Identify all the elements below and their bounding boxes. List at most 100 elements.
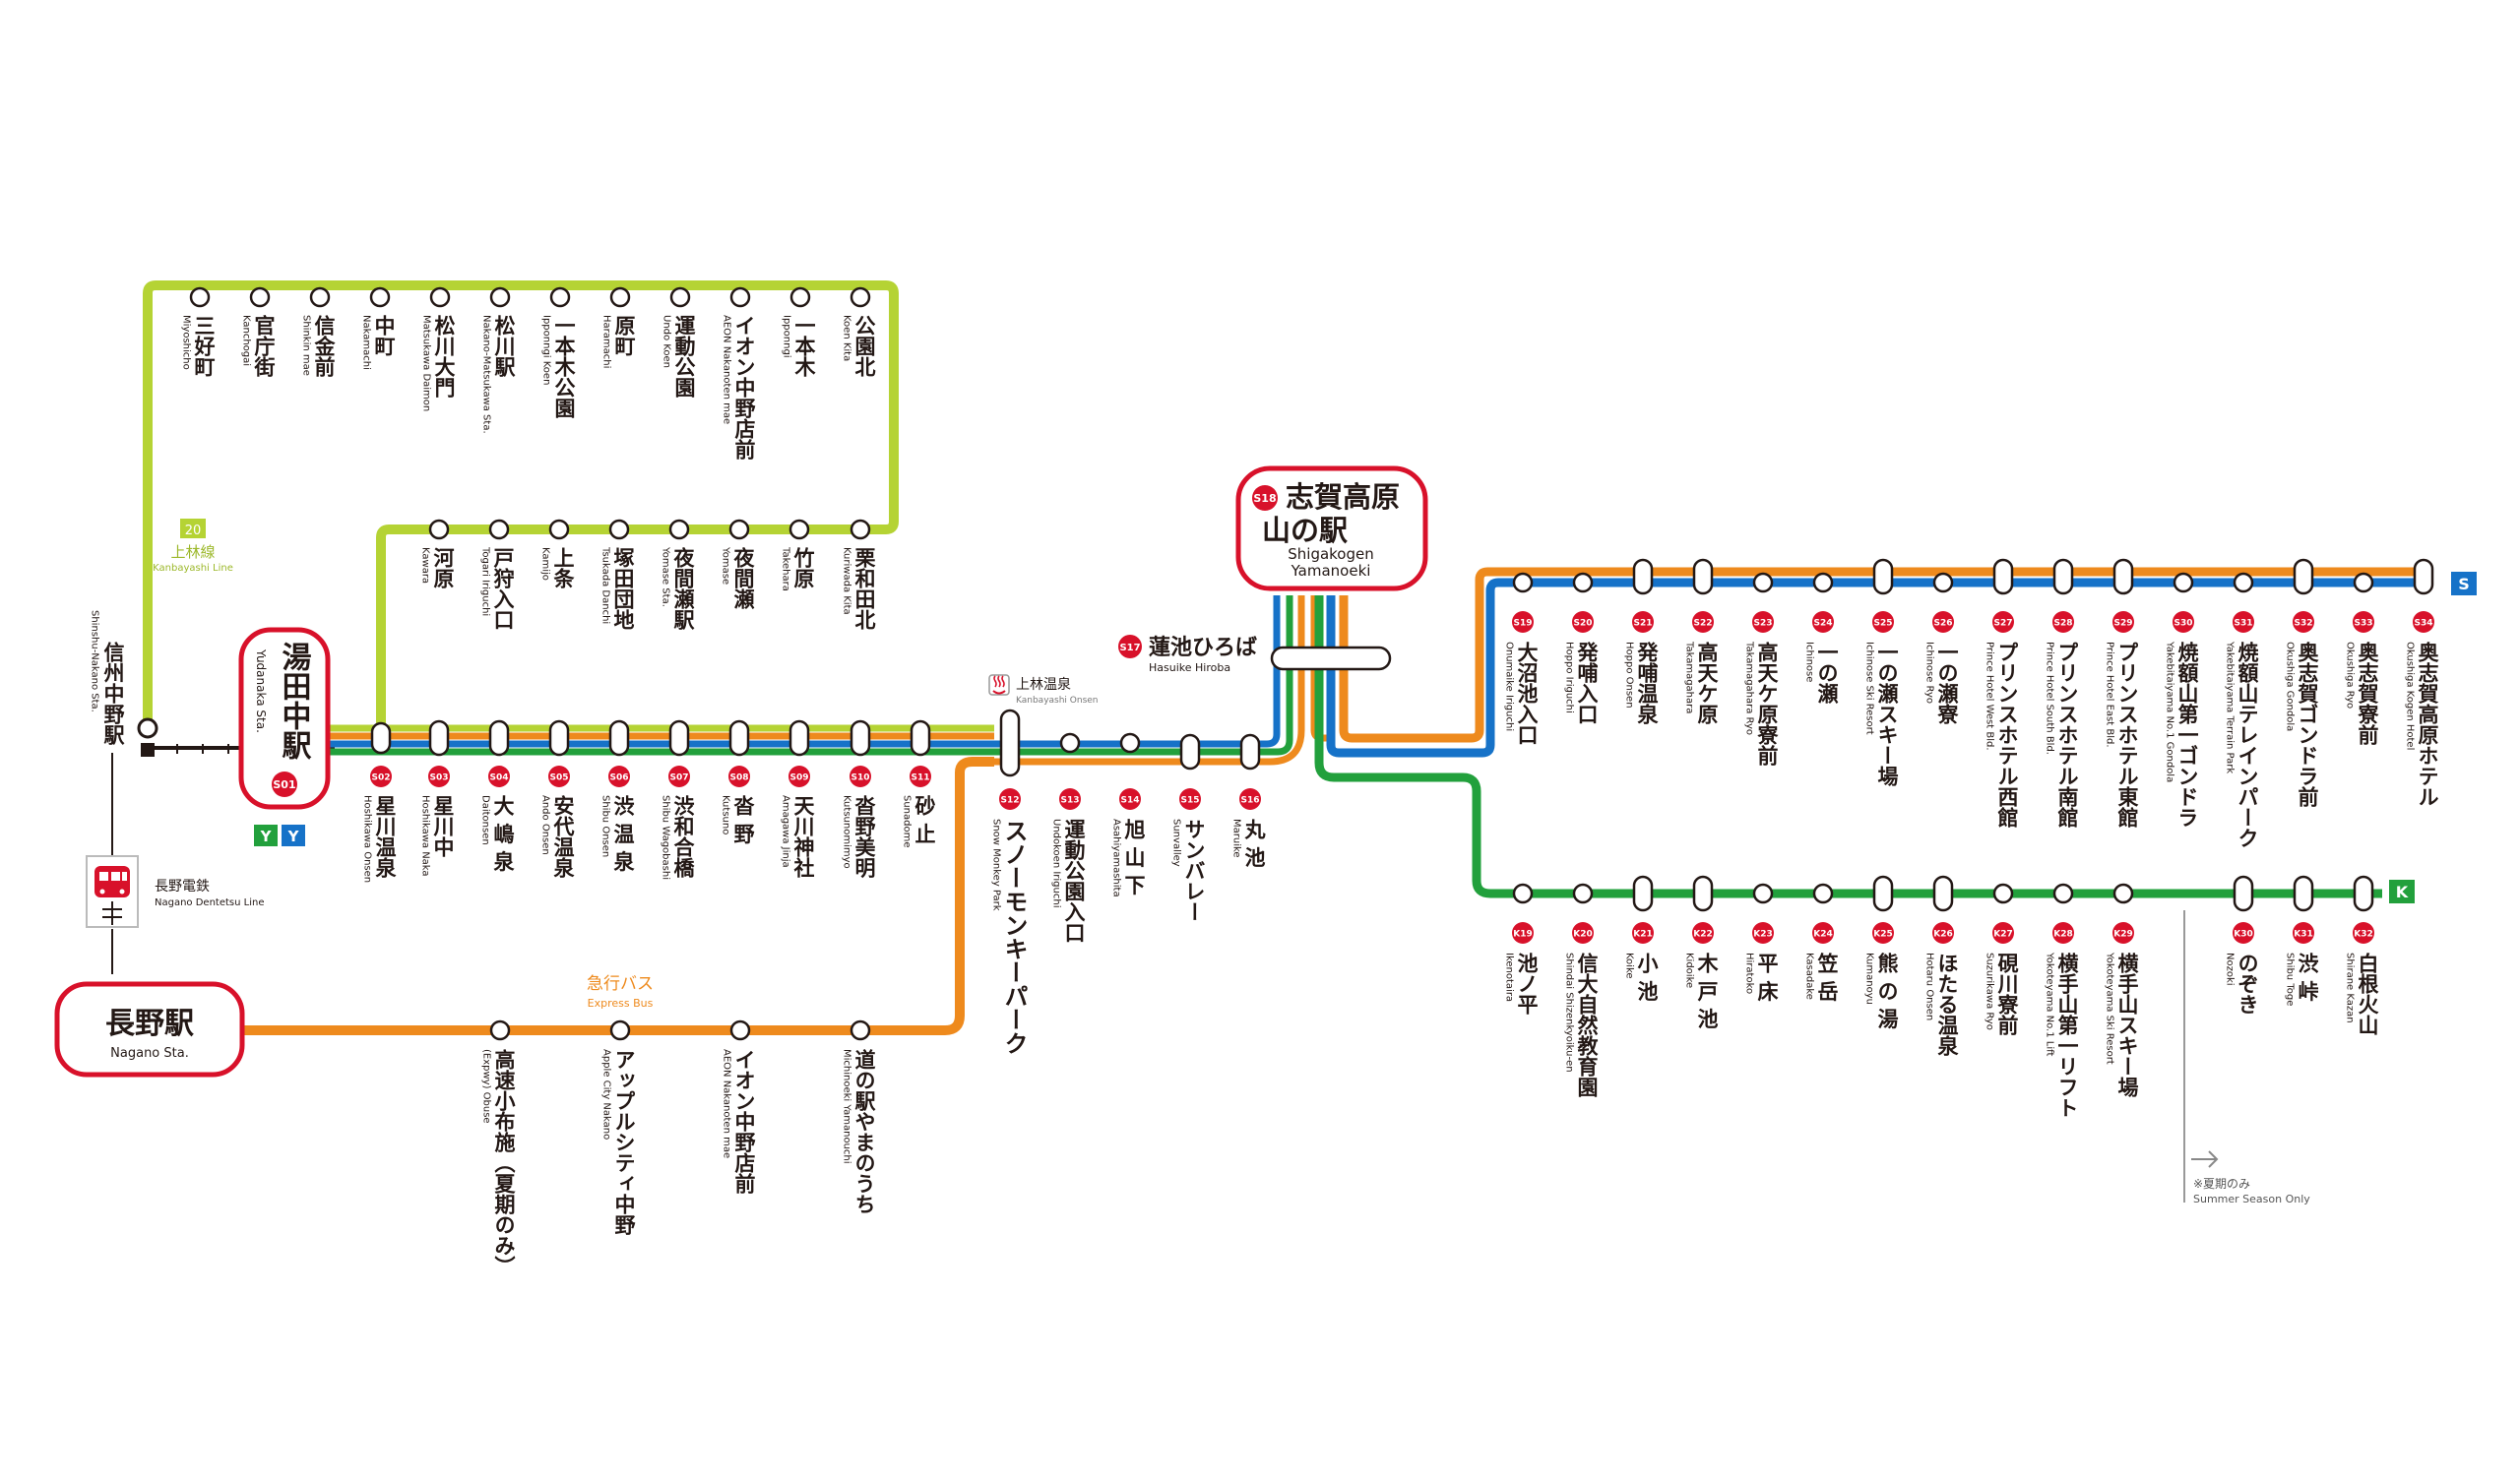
k-row-name: のぞき bbox=[2236, 953, 2259, 1015]
top-row-name: 原町 bbox=[612, 315, 636, 356]
top-row-name-en: Miyoshicho bbox=[181, 315, 192, 370]
k-row-station bbox=[2233, 875, 2254, 912]
s-row-name-en: Prince Hotel East Bld. bbox=[2105, 642, 2115, 748]
s-row-name: 発哺温泉 bbox=[1635, 642, 1660, 724]
nagano-name: 長野駅 bbox=[105, 1007, 194, 1041]
station-code-badge bbox=[370, 766, 392, 787]
station-code-badge bbox=[1572, 611, 1594, 633]
top-row-name: 官庁街 bbox=[252, 314, 277, 378]
summer-only-text-en: Summer Season Only bbox=[2193, 1193, 2310, 1205]
station-code-badge bbox=[488, 766, 510, 787]
station-code-badge bbox=[2112, 611, 2134, 633]
s-row-station bbox=[1812, 572, 1834, 593]
station-code-badge bbox=[2052, 922, 2074, 944]
station-code: K24 bbox=[1813, 930, 1833, 940]
station-code-badge bbox=[2112, 922, 2134, 944]
station-code-badge bbox=[1632, 611, 1654, 633]
s-row-name: 一の瀬スキー場 bbox=[1875, 642, 1899, 786]
top-row-station bbox=[309, 286, 331, 308]
top-row-name: 運動公園 bbox=[672, 315, 696, 398]
station-code-badge bbox=[1752, 611, 1774, 633]
mid-row-name-en: Tsukada Danchi bbox=[600, 546, 611, 624]
k-row-name-en: Yokoteyama No.1 Lift bbox=[2045, 952, 2055, 1056]
s-row-station bbox=[2052, 558, 2074, 595]
bus-row-station bbox=[850, 1019, 871, 1041]
s-row-station bbox=[2413, 558, 2434, 595]
station-code: S28 bbox=[2053, 619, 2072, 629]
lower-row-station bbox=[1239, 733, 1261, 771]
lower-row-name-en: Undokoen Iriguchi bbox=[1051, 819, 1062, 907]
summer-only-legend: ※夏期のみ Summer Season Only bbox=[2183, 910, 2310, 1205]
k-row-station bbox=[2052, 883, 2074, 904]
k-row-name: 熊 の 湯 bbox=[1875, 952, 1899, 1029]
station-code: S20 bbox=[1573, 619, 1592, 629]
s-row-station bbox=[1992, 558, 2014, 595]
hot-spring-icon bbox=[992, 675, 1006, 695]
top-row-name: 公園北 bbox=[852, 315, 876, 377]
station-code-badge bbox=[2233, 922, 2254, 944]
route-lines bbox=[111, 280, 2422, 1035]
bus-row-name-en: AEON Nakanoten mae bbox=[722, 1049, 732, 1158]
mid-row-name: 塚田団地 bbox=[611, 547, 635, 630]
k-line-badge: K bbox=[2389, 880, 2415, 903]
yudanaka-line-badges: Y Y bbox=[254, 825, 305, 846]
top-row-name: 松川大門 bbox=[432, 314, 457, 399]
yudanaka-terminal[interactable]: 湯田中駅 Yudanaka Sta. S01 bbox=[238, 627, 331, 810]
k-row-name: 小 池 bbox=[1635, 953, 1659, 1002]
s-row-station bbox=[1512, 572, 1534, 593]
green-k-line bbox=[1314, 595, 2382, 898]
s-row-name-en: Okushiga Kogen Hotel bbox=[2405, 642, 2416, 750]
lower-row-station bbox=[1179, 733, 1201, 771]
nagano-terminal[interactable]: 長野駅 Nagano Sta. bbox=[54, 981, 245, 1078]
station-code: S04 bbox=[489, 773, 508, 783]
k-row-name-en: Shibu Toge bbox=[2285, 953, 2296, 1006]
s-row-name-en: Takamagahara Ryo bbox=[1744, 641, 1755, 735]
station-code: S16 bbox=[1240, 796, 1259, 806]
hasuike-code-badge bbox=[1118, 635, 1142, 658]
k-row-name: 硯川寮前 bbox=[1995, 953, 2020, 1035]
main-row-station bbox=[728, 719, 750, 757]
yudanaka-code-badge bbox=[272, 772, 297, 797]
station-code-badge bbox=[1932, 922, 1954, 944]
station-code: K32 bbox=[2354, 930, 2373, 940]
s-row-name-en: Prince Hotel South Bld. bbox=[2045, 642, 2055, 755]
top-row-station bbox=[729, 286, 751, 308]
top-row-name-en: Haramachi bbox=[601, 315, 612, 368]
y-badge-1: Y bbox=[260, 828, 273, 845]
s-row-station bbox=[2173, 572, 2194, 593]
mid-row-name-en: Kuriwada Kita bbox=[842, 547, 852, 615]
k-row-station bbox=[1572, 883, 1594, 904]
k-row-name-en: Yokoteyama Ski Resort bbox=[2105, 952, 2115, 1065]
main-row-name: 安代温泉 bbox=[551, 794, 576, 878]
mid-row-name: 夜間瀬駅 bbox=[671, 546, 696, 631]
station-code: S12 bbox=[1000, 796, 1019, 806]
k-row-station bbox=[2112, 883, 2134, 904]
k-row-name-en: Ikenotaira bbox=[1504, 953, 1515, 1002]
mid-row-name: 河原 bbox=[431, 547, 455, 588]
main-row-name-en: Sunadome bbox=[902, 795, 913, 848]
station-code: K20 bbox=[1573, 930, 1593, 940]
s-row-name-en: Okushiga Gondola bbox=[2285, 642, 2296, 731]
station-code: S10 bbox=[850, 773, 869, 783]
top-row-station bbox=[489, 286, 511, 308]
top-row-name: 三好町 bbox=[192, 315, 217, 377]
bus-row-name: 高速小布施（夏期のみ） bbox=[492, 1048, 516, 1276]
station-code: K29 bbox=[2113, 930, 2133, 940]
bus-row-name-en: (Expwy) Obuse bbox=[481, 1049, 492, 1124]
station-code: S30 bbox=[2174, 619, 2192, 629]
summer-only-text: ※夏期のみ bbox=[2193, 1177, 2250, 1191]
station-code: S32 bbox=[2294, 619, 2312, 629]
main-row-name-en: Shibu Wagobashi bbox=[661, 795, 671, 880]
k-row-station bbox=[1932, 875, 1954, 912]
top-row-name-en: Nakano-Matsukawa Sta. bbox=[481, 315, 492, 434]
k-row-name-en: Koike bbox=[1624, 953, 1635, 979]
shigakogen-code: S18 bbox=[1253, 492, 1276, 505]
k-badge-text: K bbox=[2396, 883, 2409, 901]
main-row-name-en: Kutsunomimyo bbox=[842, 795, 852, 869]
lower-row-name: 旭 山 下 bbox=[1122, 819, 1147, 895]
mid-row-name-en: Kamijo bbox=[540, 547, 551, 581]
mid-row-station bbox=[548, 519, 570, 540]
k-row-name-en: Kidoike bbox=[1684, 953, 1695, 988]
